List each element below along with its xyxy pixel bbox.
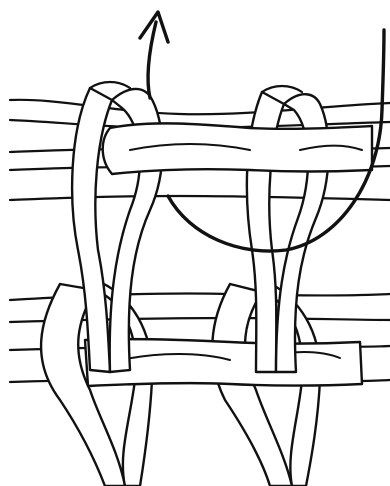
- curved-arrow-icon: [140, 12, 168, 98]
- upper-crossbar: [103, 123, 372, 174]
